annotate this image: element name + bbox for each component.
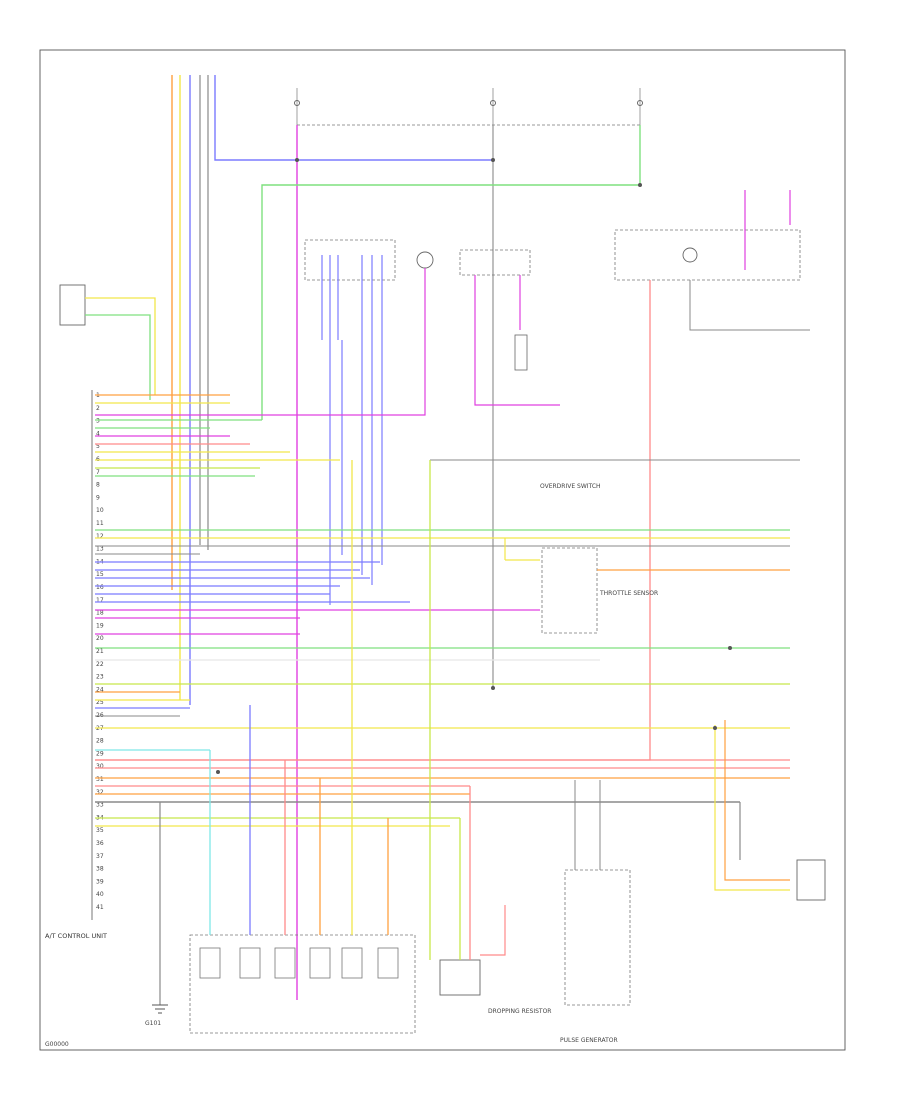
fuse-block-top	[294, 88, 643, 126]
connector-pin-number: 8	[96, 482, 100, 489]
connector-pin-number: 13	[96, 546, 104, 553]
relay-lamp	[682, 247, 698, 263]
connector-pin-number: 3	[96, 418, 100, 425]
control-unit-label: A/T CONTROL UNIT	[45, 932, 107, 940]
dropping-resistor-box	[439, 959, 481, 996]
connector-pin-number: 21	[96, 648, 104, 655]
connector-pin-number: 38	[96, 866, 104, 873]
wire-blue-top	[214, 75, 493, 161]
throttle-sensor-label: THROTTLE SENSOR	[599, 590, 658, 597]
connector-pin-number: 36	[96, 840, 104, 847]
overdrive-switch-label: OVERDRIVE SWITCH	[540, 483, 601, 490]
wire-magenta-shift	[474, 275, 560, 406]
connector-pin-number: 16	[96, 584, 104, 591]
connector-pin-number: 29	[96, 750, 104, 757]
connector-pin-number: 23	[96, 674, 104, 681]
connector-pin-number: 4	[96, 430, 100, 437]
bottom-solenoid-wires	[209, 460, 389, 935]
connector-pin-number: 32	[96, 789, 104, 796]
connector-pin-number: 39	[96, 878, 104, 885]
dropping-resistor-label: DROPPING RESISTOR	[488, 1008, 551, 1015]
connector-pin-number: 10	[96, 507, 104, 514]
connector-row-group: 1234567891011121314151617181920212223242…	[96, 392, 104, 911]
connector-pin-number: 12	[96, 533, 104, 540]
wire-green-top	[261, 125, 641, 420]
connector-pin-number: 24	[96, 686, 104, 693]
connector-pin-number: 17	[96, 597, 104, 604]
right-sensor	[796, 859, 826, 901]
wire-magenta-lamp	[95, 268, 426, 416]
junction-dots	[216, 158, 732, 774]
pulse-generator-label: PULSE GENERATOR	[560, 1037, 618, 1044]
wire-yellow-sensor	[85, 297, 156, 395]
solenoid-coils	[199, 947, 399, 979]
ground-icon	[152, 1004, 168, 1014]
connector-pin-number: 22	[96, 661, 104, 668]
connector-pin-number: 33	[96, 802, 104, 809]
connector-pin-number: 20	[96, 635, 104, 642]
solenoid-valve-assembly	[189, 934, 416, 1034]
connector-pin-number: 11	[96, 520, 104, 527]
connector-pin-number: 18	[96, 610, 104, 617]
solenoid-pins	[321, 255, 383, 340]
connector-pin-number: 9	[96, 494, 100, 501]
connector-pin-number: 30	[96, 763, 104, 770]
throttle-sensor-box	[541, 547, 598, 634]
ground-label: G101	[145, 1020, 161, 1027]
connector-pin-number: 7	[96, 469, 100, 476]
connector-pin-number: 41	[96, 904, 104, 911]
indicator-lamp	[416, 251, 434, 269]
footer-code: G00000	[45, 1041, 69, 1048]
pulse-generator-box	[564, 869, 631, 1006]
connector-pin-number: 5	[96, 443, 100, 450]
shift-control-box	[459, 249, 531, 276]
diode-component	[514, 334, 528, 371]
connector-pin-number: 15	[96, 571, 104, 578]
connector-pin-number: 19	[96, 622, 104, 629]
relay-box	[614, 229, 801, 281]
solenoid-box	[304, 239, 396, 281]
connector-pin-number: 31	[96, 776, 104, 783]
diagram-frame	[39, 49, 846, 1051]
connector-pin-number: 37	[96, 853, 104, 860]
harness-lines	[95, 394, 790, 827]
connector-pin-number: 40	[96, 891, 104, 898]
wire-green-sensor	[85, 314, 151, 400]
connector-pin-number: 2	[96, 405, 100, 412]
speed-sensor	[59, 284, 86, 326]
connector-pin-number: 25	[96, 699, 104, 706]
connector-pin-number: 35	[96, 827, 104, 834]
connector-pin-number: 28	[96, 738, 104, 745]
